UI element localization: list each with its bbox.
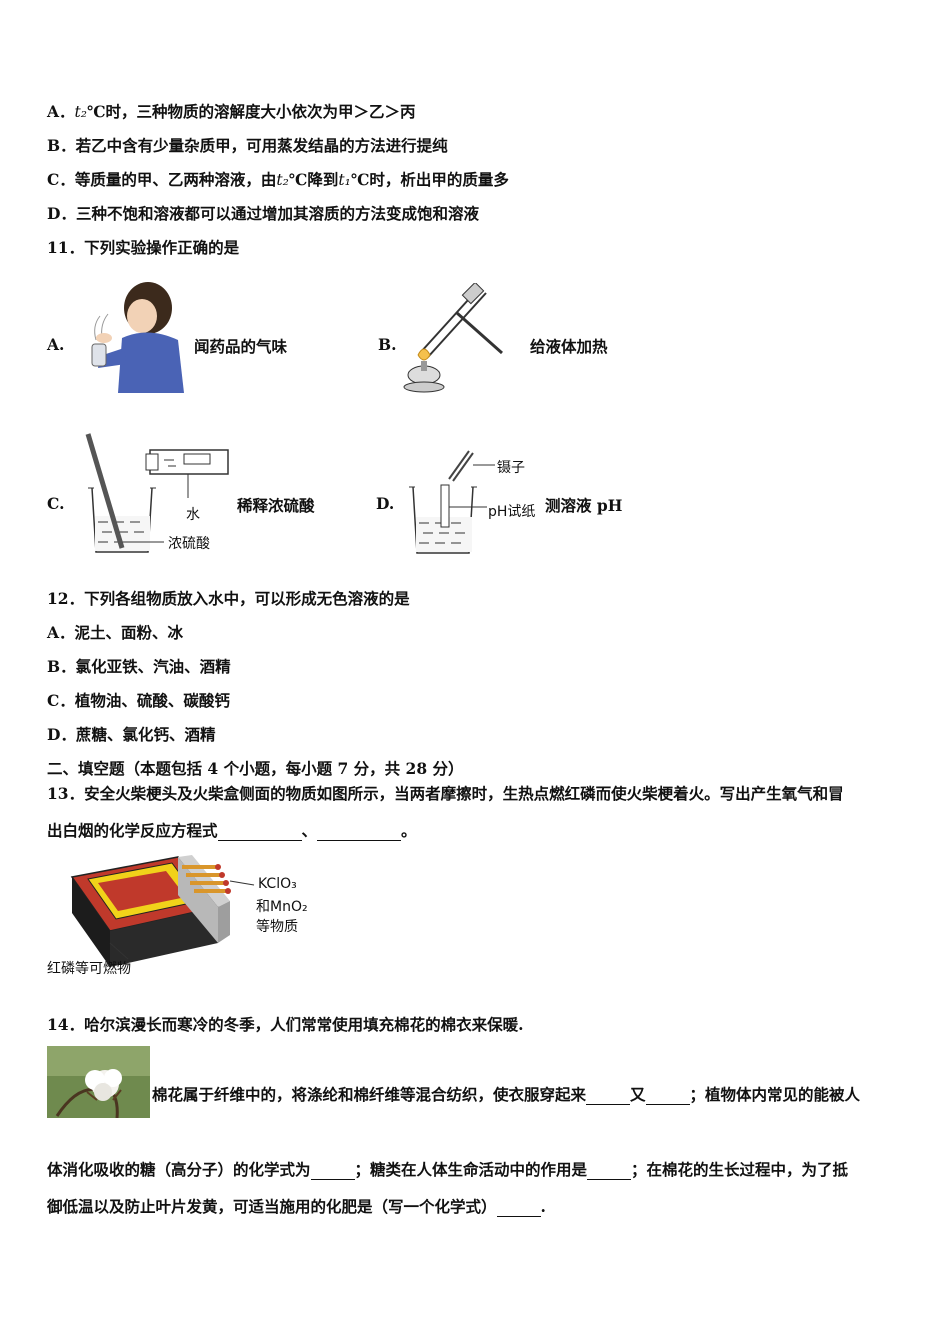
q10-option-c-t1: t₁ <box>338 171 351 189</box>
q13-blank-1[interactable] <box>217 824 302 841</box>
q10-option-c-prefix: C．等质量的甲、乙两种溶液，由 <box>47 170 277 189</box>
q14-line-4-end: . <box>540 1197 546 1216</box>
q14-line-2-end: ；植物体内常见的能被人 <box>689 1085 861 1104</box>
q13-line-1: 13．安全火柴梗头及火柴盒侧面的物质如图所示，当两者摩擦时，生热点燃红磷而使火柴… <box>47 784 844 803</box>
q11-b-letter: B. <box>378 335 397 354</box>
q14-line-4-text: 御低温以及防止叶片发黄，可适当施用的化肥是（写一个化学式） <box>47 1197 497 1216</box>
q13-line-2-end: 。 <box>401 821 417 840</box>
q10-option-a: A．t₂℃时，三种物质的溶解度大小依次为甲＞乙＞丙 <box>47 102 416 122</box>
q14-line-3-mid: ；糖类在人体生命活动中的作用是 <box>354 1160 588 1179</box>
q14-blank-1[interactable] <box>586 1088 631 1105</box>
section-2-heading: 二、填空题（本题包括 4 个小题，每小题 7 分，共 28 分） <box>47 759 464 778</box>
q11-d-label-paper: pH试纸 <box>488 504 536 520</box>
q12-stem: 12．下列各组物质放入水中，可以形成无色溶液的是 <box>47 589 410 608</box>
q11-d-letter: D. <box>376 494 395 513</box>
q12-option-b: B．氯化亚铁、汽油、酒精 <box>47 657 231 676</box>
q13-label-kclo3: KClO₃ <box>258 876 297 892</box>
q10-option-a-text: ℃时，三种物质的溶解度大小依次为甲＞乙＞丙 <box>86 102 416 121</box>
boy-smelling-illustration <box>91 282 184 393</box>
q14-blank-2[interactable] <box>645 1088 690 1105</box>
matchbox-illustration <box>70 855 255 967</box>
q14-line-2-mid: 又 <box>630 1085 646 1104</box>
q14-line-2: 棉花属于纤维中的，将涤纶和棉纤维等混合纺织，使衣服穿起来 又 ；植物体内常见的能被人 <box>152 1085 860 1105</box>
q12-option-a: A．泥土、面粉、冰 <box>47 623 184 642</box>
q11-c-caption: 稀释浓硫酸 <box>237 496 315 515</box>
q11-stem: 11．下列实验操作正确的是 <box>47 238 240 257</box>
q10-option-c-mid: ℃降到 <box>288 170 339 189</box>
q11-b-caption: 给液体加热 <box>530 337 608 356</box>
q13-label-mno2: 和MnO₂ <box>256 899 308 915</box>
q12-option-d: D．蔗糖、氯化钙、酒精 <box>47 725 216 744</box>
q11-d-caption: 测溶液 pH <box>545 496 623 515</box>
q14-line-3-text: 体消化吸收的糖（高分子）的化学式为 <box>47 1160 311 1179</box>
q11-d-label-tweezers: 镊子 <box>497 460 525 476</box>
q11-c-letter: C. <box>47 494 65 513</box>
q10-option-d: D．三种不饱和溶液都可以通过增加其溶质的方法变成饱和溶液 <box>47 204 479 223</box>
q13-label-etc: 等物质 <box>256 919 298 935</box>
q13-label-red-phosphorus: 红磷等可燃物 <box>47 961 131 977</box>
cotton-plant-photo <box>47 1046 150 1118</box>
q13-blank-2[interactable] <box>317 824 402 841</box>
q13-line-2: 出白烟的化学反应方程式 、 。 <box>47 821 417 841</box>
q14-line-2-text: 棉花属于纤维中的，将涤纶和棉纤维等混合纺织，使衣服穿起来 <box>152 1085 587 1104</box>
q10-option-c-text: ℃时，析出甲的质量多 <box>350 170 509 189</box>
q11-a-caption: 闻药品的气味 <box>194 337 288 356</box>
dilute-acid-illustration <box>85 433 229 553</box>
q13-separator: 、 <box>301 821 318 840</box>
q10-option-a-t2: t₂ <box>74 103 87 121</box>
q10-option-b: B．若乙中含有少量杂质甲，可用蒸发结晶的方法进行提纯 <box>47 136 448 155</box>
q11-a-letter: A. <box>47 335 65 354</box>
q10-option-c: C．等质量的甲、乙两种溶液，由t₂℃降到t₁℃时，析出甲的质量多 <box>47 170 509 190</box>
q10-option-c-t2: t₂ <box>276 171 289 189</box>
ph-test-illustration <box>409 450 495 554</box>
q11-c-label-acid: 浓硫酸 <box>168 536 210 552</box>
q14-blank-5[interactable] <box>496 1200 541 1217</box>
heating-liquid-illustration <box>403 283 503 393</box>
q13-line-2-text: 出白烟的化学反应方程式 <box>47 821 218 840</box>
q14-blank-4[interactable] <box>587 1163 632 1180</box>
q14-line-3: 体消化吸收的糖（高分子）的化学式为 ；糖类在人体生命活动中的作用是 ；在棉花的生长过… <box>47 1160 848 1180</box>
q14-line-3-end: ；在棉花的生长过程中，为了抵 <box>631 1160 849 1179</box>
q12-option-c: C．植物油、硫酸、碳酸钙 <box>47 691 230 710</box>
q10-option-a-prefix: A． <box>47 102 75 121</box>
q11-c-label-water: 水 <box>186 507 200 523</box>
q14-line-4: 御低温以及防止叶片发黄，可适当施用的化肥是（写一个化学式）. <box>47 1197 546 1217</box>
q14-stem: 14．哈尔滨漫长而寒冷的冬季，人们常常使用填充棉花的棉衣来保暖. <box>47 1015 524 1034</box>
q14-blank-3[interactable] <box>310 1163 355 1180</box>
